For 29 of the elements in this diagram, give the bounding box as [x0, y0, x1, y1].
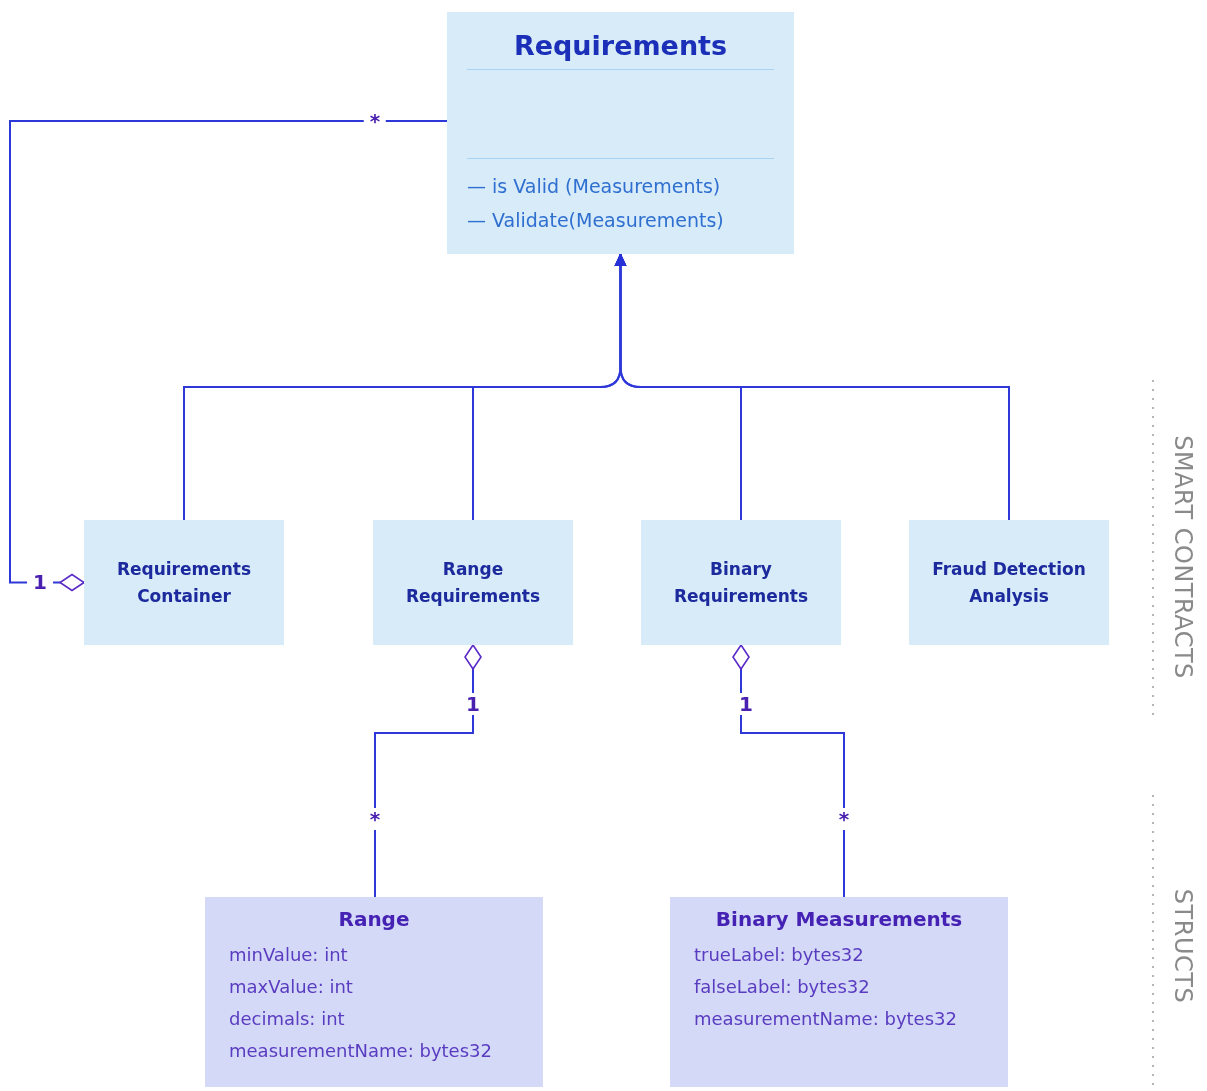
section-label: SMART CONTRACTS [1169, 435, 1197, 679]
field-text: measurementName: bytes32 [229, 1039, 493, 1063]
class-name: Requirements [512, 30, 729, 63]
struct-box [205, 897, 543, 1087]
struct-name: Range [337, 907, 411, 931]
class-name: Requirements Container [115, 557, 253, 608]
class-box [84, 520, 284, 645]
method-text: — Validate(Measurements) [467, 208, 725, 233]
field-text: falseLabel: bytes32 [694, 975, 871, 999]
method-text: — is Valid (Measurements) [467, 174, 722, 199]
class-box [373, 520, 573, 645]
inheritance-arrow [614, 253, 1010, 521]
class-box [909, 520, 1109, 645]
aggregation-line [732, 644, 845, 898]
field-text: decimals: int [229, 1007, 346, 1031]
section-label: STRUCTS [1169, 888, 1197, 1004]
field-text: maxValue: int [229, 975, 354, 999]
field-text: trueLabel: bytes32 [694, 943, 865, 967]
field-text: measurementName: bytes32 [694, 1007, 958, 1031]
class-name: Fraud Detection Analysis [931, 557, 1087, 608]
aggregation-line [374, 644, 482, 898]
class-box [641, 520, 841, 645]
class-name: Range Requirements [404, 557, 542, 608]
class-name: Binary Requirements [672, 557, 810, 608]
struct-name: Binary Measurements [714, 907, 964, 931]
class-box [447, 12, 794, 254]
field-text: minValue: int [229, 943, 349, 967]
aggregation-line [9, 120, 448, 592]
struct-box [670, 897, 1008, 1087]
